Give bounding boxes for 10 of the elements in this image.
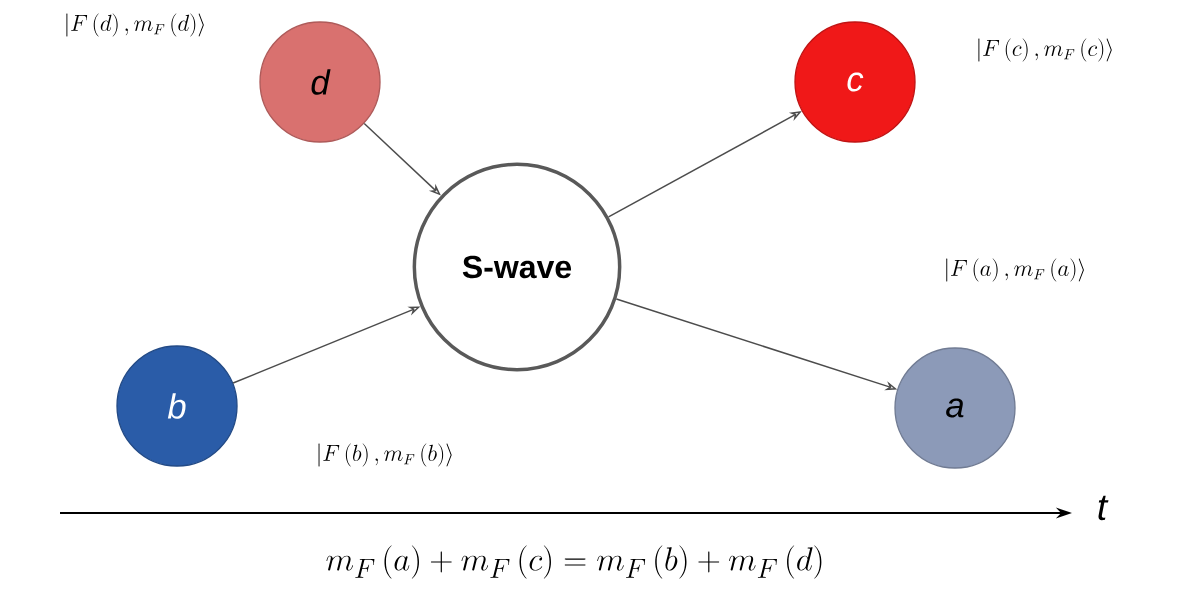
ket-label: $|F\left(d\right),m_F\left(d\right)\rangle$	[66, 13, 204, 37]
state-ball: d	[259, 21, 381, 143]
ket-label: $|F\left(b\right),m_F\left(b\right)\rangle$	[318, 443, 452, 467]
axis-label: t	[1098, 495, 1109, 521]
state-ball: a	[894, 347, 1016, 469]
state-ball: b	[116, 345, 238, 467]
ket-label: $|F\left(c\right),m_F\left(c\right)\rangle$	[978, 38, 1112, 62]
equation: $m_F\left(a\right)+m_F\left(c\right)=m_F\left(b\right)+m_F\left(d\right)$	[326, 545, 822, 579]
state-ball: c	[794, 21, 916, 143]
ket-label: $|F\left(a\right),m_F\left(a\right)\rangle$	[946, 258, 1084, 282]
